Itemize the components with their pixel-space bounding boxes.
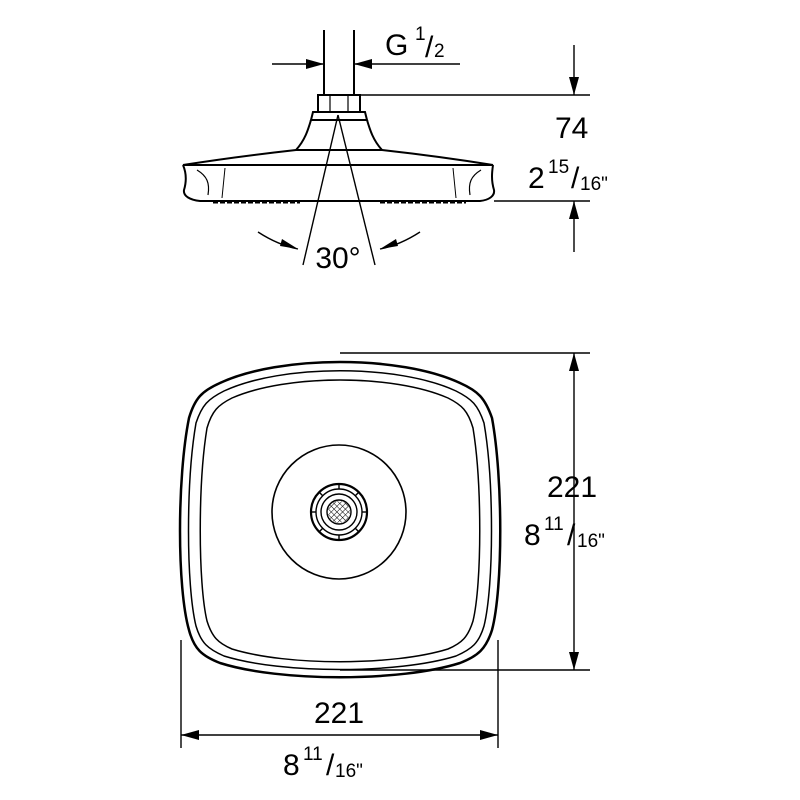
width-mm: 221 (314, 697, 364, 730)
height-in-den: 16" (580, 174, 608, 195)
height-in-num: 15 (548, 157, 569, 178)
connector-notches (311, 484, 367, 540)
depth-arrowheads (569, 353, 579, 670)
height-arrowheads (569, 77, 579, 219)
width-in-num: 11 (303, 744, 323, 765)
height-mm: 74 (555, 112, 588, 145)
width-in-den: 16" (335, 761, 363, 782)
depth-mm: 221 (547, 471, 597, 504)
angle-label: 30° (315, 242, 360, 275)
angle-arrowheads (280, 239, 398, 249)
width-inches: 8 11 / 16" (283, 744, 363, 782)
width-arrowheads (181, 730, 498, 740)
depth-dimension (340, 352, 590, 671)
thread-label: G 1 / 2 (385, 24, 445, 64)
depth-in-whole: 8 (524, 519, 541, 552)
depth-in-den: 16" (577, 531, 605, 552)
depth-in-slash: / (567, 519, 576, 552)
height-inches: 2 15 / 16" (528, 157, 608, 195)
height-in-slash: / (571, 162, 580, 195)
depth-in-num: 11 (544, 514, 564, 535)
side-view (182, 30, 496, 202)
connector-hatch-cross (328, 501, 350, 523)
thread-arrowheads (306, 59, 372, 69)
width-in-whole: 8 (283, 749, 300, 782)
height-dimension (360, 45, 590, 252)
thread-den: 2 (434, 41, 445, 62)
thread-slash: / (425, 31, 434, 64)
thread-main: G (385, 29, 408, 62)
height-in-whole: 2 (528, 162, 545, 195)
width-in-slash: / (326, 749, 335, 782)
width-dimension (180, 640, 499, 748)
depth-inches: 8 11 / 16" (524, 514, 605, 552)
thread-num: 1 (415, 24, 426, 45)
